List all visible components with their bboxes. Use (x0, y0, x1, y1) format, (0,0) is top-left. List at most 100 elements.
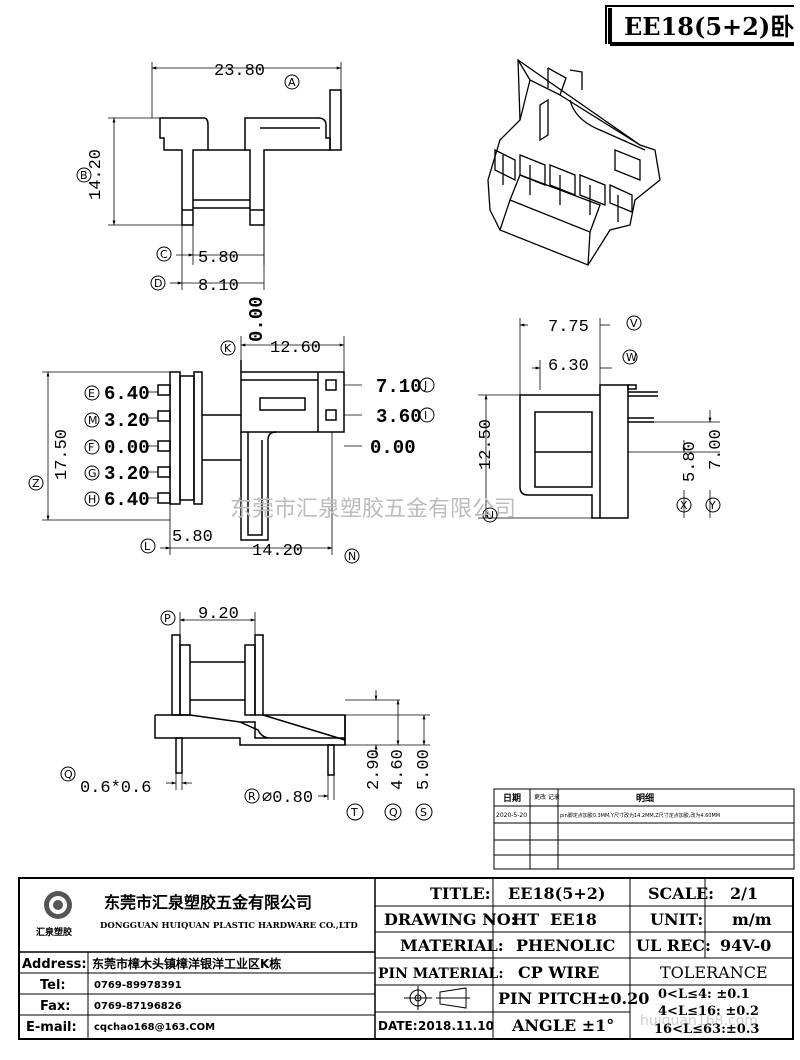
tolerance-1: 0<L≤4: ±0.1 (658, 987, 750, 1002)
svg-text:H: H (88, 493, 96, 506)
revision-table (493, 788, 795, 870)
scale-value: 2/1 (730, 884, 758, 903)
dim-bottom-d3: 5.00 (415, 749, 434, 790)
unit-value: m/m (732, 910, 772, 929)
tag-A: A (284, 74, 300, 90)
svg-text:C: C (160, 248, 168, 261)
tag-Y: Y (705, 497, 721, 513)
unit-label: UNIT: (650, 910, 703, 929)
dim-top-height: 14.20 (87, 149, 106, 200)
svg-text:6.40: 6.40 (104, 489, 150, 511)
svg-text:M: M (88, 414, 98, 427)
tag-V: V (626, 315, 642, 331)
header-title-box: EE18(5+2)卧 (605, 5, 794, 46)
pin-pitch: PIN PITCH±0.20 (498, 989, 649, 1008)
dim-front-bottom-b: 14.20 (252, 542, 303, 561)
dim-side-w2: 6.30 (548, 357, 589, 376)
right-dim-3: 0.00 (370, 437, 416, 459)
tag-W: W (622, 349, 638, 365)
svg-text:N: N (348, 550, 356, 563)
tag-T: T (346, 803, 364, 821)
svg-text:F: F (88, 441, 94, 454)
dim-top-outer: 8.10 (198, 277, 239, 296)
tag-R: R (244, 788, 260, 804)
top-view-dims (108, 62, 342, 290)
ul-label: UL REC: (636, 936, 711, 955)
tag-Z: Z (28, 475, 44, 491)
svg-text:G: G (88, 467, 97, 480)
company-name-en: DONGGUAN HUIQUAN PLASTIC HARDWARE CO.,LT… (100, 921, 358, 931)
dim-bottom-d2: 4.60 (389, 749, 408, 790)
svg-text:A: A (288, 76, 296, 89)
dim-front-top: 12.60 (270, 339, 321, 358)
svg-text:0.00: 0.00 (104, 437, 150, 459)
svg-text:Z: Z (32, 477, 40, 490)
rev-row-desc: pin脚定点加胶0.3MM,Y尺寸改为14.2MM,Z尺寸定点加胶,改为4.60… (560, 812, 720, 819)
tag-B: B (76, 167, 92, 183)
rev-col-date: 日期 (503, 792, 521, 804)
ul-value: 94V-0 (720, 936, 771, 955)
svg-text:7.10: 7.10 (376, 376, 422, 398)
top-view (159, 89, 342, 226)
drawing-value: HT EE18 (512, 910, 597, 929)
side-view (519, 384, 658, 519)
tag-L: L (140, 538, 156, 554)
tag-N: N (344, 548, 360, 564)
tolerance-3: 16<L≤63:±0.3 (654, 1022, 759, 1037)
svg-text:W: W (626, 351, 637, 364)
svg-text:6.40: 6.40 (104, 383, 150, 405)
svg-text:V: V (630, 317, 638, 330)
dim-side-h: 12.50 (477, 419, 496, 470)
svg-text:T: T (350, 806, 358, 819)
address-value: 东莞市樟木头镇樟洋银洋工业区K栋 (92, 956, 281, 971)
svg-text:J: J (423, 379, 427, 392)
dim-top-inner: 5.80 (198, 249, 239, 268)
dim-side-w1: 7.75 (548, 318, 589, 337)
svg-text:X: X (680, 499, 688, 512)
tag-U: U (482, 507, 498, 523)
svg-text:S: S (420, 806, 427, 819)
dim-front-total: 17.50 (53, 429, 72, 480)
fax-label: Fax: (40, 999, 70, 1014)
tag-C: C (156, 246, 172, 262)
dim-bottom-width: 9.20 (198, 605, 239, 624)
svg-text:Y: Y (708, 499, 716, 512)
tolerance-2: 4<L≤16: ±0.2 (658, 1004, 759, 1019)
svg-text:K: K (224, 342, 232, 355)
row-5: H 6.40 (84, 489, 150, 511)
dim-bottom-pin: 0.6*0.6 (80, 779, 151, 798)
dim-front-bottom-a: 5.80 (172, 528, 213, 547)
material-value: PHENOLIC (516, 936, 615, 955)
title-block-grid (18, 877, 794, 1040)
date-label: DATE: (378, 1019, 418, 1033)
svg-text:Q: Q (389, 806, 398, 819)
watermark: 东莞市汇泉塑胶五金有限公司 (230, 497, 516, 522)
dim-front-origin: 0.00 (246, 296, 268, 342)
projection-symbol-icon (404, 986, 470, 1010)
tel-value: 0769-89978391 (94, 980, 182, 991)
tag-K: K (220, 340, 236, 356)
tel-label: Tel: (40, 978, 66, 993)
tag-Q: Q (384, 803, 402, 821)
email-label: E-mail: (26, 1020, 77, 1035)
tag-D: D (150, 275, 166, 291)
svg-text:I: I (424, 409, 427, 422)
company-name-cn: 东莞市汇泉塑胶五金有限公司 (104, 893, 312, 912)
bottom-view-dims (166, 612, 430, 800)
dim-bottom-pindia: ⌀0.80 (262, 789, 313, 808)
svg-text:Q: Q (64, 768, 73, 781)
rev-col-change: 更改 记录 (534, 793, 560, 801)
svg-text:P: P (164, 612, 171, 625)
pin-material-value: CP WIRE (518, 963, 599, 982)
bottom-view (154, 634, 346, 776)
svg-text:3.20: 3.20 (104, 410, 150, 432)
address-label: Address: (22, 957, 87, 972)
rev-col-desc: 明细 (636, 792, 654, 804)
tag-P: P (160, 610, 176, 626)
dim-side-h2: 5.80 (681, 441, 700, 482)
side-view-dims (478, 318, 720, 519)
